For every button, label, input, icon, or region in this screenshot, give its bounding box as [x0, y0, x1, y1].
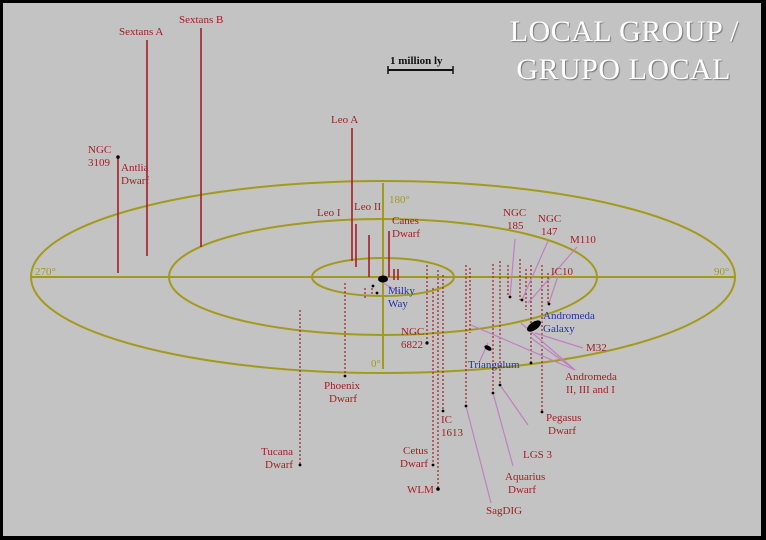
label-ngc147-line1: NGC [538, 213, 561, 225]
mw-sat-dot-1 [371, 284, 375, 288]
label-ngc3109-line1: NGC [88, 144, 111, 156]
phoenix-dot [343, 374, 347, 378]
label-m32: M32 [586, 342, 607, 354]
label-milky-way-line2: Way [388, 298, 408, 310]
triangulum-marker [484, 345, 492, 351]
label-aquarius-line2: Dwarf [508, 484, 536, 496]
andromeda-marker [527, 320, 541, 332]
scale-bar: 1 million ly [387, 55, 454, 74]
label-phoenix-line1: Phoenix [324, 380, 361, 392]
galaxy-markers [116, 155, 551, 491]
ic10-dot [547, 302, 551, 306]
leader-ic10 [548, 275, 559, 304]
label-andromeda-line1: Andromeda [543, 310, 595, 322]
ngc3109-dot [116, 155, 120, 159]
label-aquarius-line1: Aquarius [505, 471, 545, 483]
angle-270: 270° [35, 266, 56, 278]
angle-90: 90° [714, 266, 729, 278]
label-antlia-line1: Antlia [121, 162, 149, 174]
label-wlm: WLM [407, 484, 434, 496]
leader-aquarius [492, 392, 514, 467]
leader-ngc147 [521, 240, 549, 301]
galaxy-labels: Sextans A Sextans B NGC 3109 Antlia Dwar… [88, 14, 617, 517]
label-ic1613-line1: IC [441, 414, 452, 426]
andro123-dot [529, 361, 533, 365]
label-cetus-line2: Dwarf [400, 458, 428, 470]
label-ngc6822-line1: NGC [401, 326, 424, 338]
label-milky-way-line1: Milky [388, 285, 415, 297]
label-pegasus-line2: Dwarf [548, 425, 576, 437]
label-leo-a: Leo A [331, 114, 358, 126]
scale-bar-label: 1 million ly [390, 55, 443, 67]
label-leo-i: Leo I [317, 207, 341, 219]
label-lgs3: LGS 3 [523, 449, 553, 461]
label-tucana-line2: Dwarf [265, 459, 293, 471]
label-andromeda-line2: Galaxy [543, 323, 575, 335]
title-line-2: GRUPO LOCAL [516, 53, 731, 86]
local-group-diagram: 1 million ly [30, 14, 736, 517]
label-antlia-line2: Dwarf [121, 175, 149, 187]
aquarius-dot [491, 391, 495, 395]
diagram-panel: 1 million ly [3, 3, 761, 536]
label-andro123-line1: Andromeda [565, 371, 617, 383]
label-leo-ii: Leo II [354, 201, 382, 213]
label-ngc147-line2: 147 [541, 226, 558, 238]
label-cetus-line1: Cetus [403, 445, 428, 457]
label-pegasus-line1: Pegasus [546, 412, 581, 424]
ic1613-dot [441, 409, 445, 413]
leader-lgs3 [499, 384, 529, 426]
label-triangulum: Triangulum [468, 359, 520, 371]
label-ngc185-line2: 185 [507, 220, 524, 232]
mw-sat-dot-2 [375, 291, 379, 295]
leader-sagdig [465, 405, 492, 504]
ngc185-dot [508, 295, 512, 299]
label-canes-line1: Canes [392, 215, 419, 227]
wlm-dot [436, 487, 440, 491]
angle-labels: 180° 0° 270° 90° [35, 194, 729, 370]
label-m110: M110 [570, 234, 596, 246]
leader-ngc185 [509, 238, 516, 298]
pegasus-dot [540, 410, 544, 414]
solid-stems [117, 28, 399, 280]
leader-andro123-a [470, 324, 576, 371]
label-ngc6822-line2: 6822 [401, 339, 423, 351]
lgs3-dot [498, 383, 502, 387]
label-ngc3109-line2: 3109 [88, 157, 111, 169]
label-ngc185-line1: NGC [503, 207, 526, 219]
label-phoenix-line2: Dwarf [329, 393, 357, 405]
label-sagdig: SagDIG [486, 505, 522, 517]
leader-m32 [534, 332, 584, 349]
label-canes-line2: Dwarf [392, 228, 420, 240]
leader-andro123-c [530, 337, 576, 371]
angle-180: 180° [389, 194, 410, 206]
label-ic10: IC10 [551, 266, 574, 278]
label-sextans-b: Sextans B [179, 14, 223, 26]
major-galaxy-labels: Milky Way Andromeda Galaxy Triangulum [388, 285, 595, 371]
leader-m110 [527, 246, 578, 304]
sagdig-dot [464, 404, 468, 408]
label-tucana-line1: Tucana [261, 446, 293, 458]
ngc6822-dot [425, 341, 429, 345]
dotted-stems [299, 259, 549, 489]
label-andro123-line2: II, III and I [566, 384, 615, 396]
milky-way-marker [378, 275, 388, 283]
leader-milky-way [382, 282, 404, 295]
tucana-dot [298, 463, 302, 467]
angle-0: 0° [371, 358, 381, 370]
title-line-1: LOCAL GROUP / [509, 15, 739, 48]
cetus-dot [431, 463, 435, 467]
ngc147-dot [520, 298, 524, 302]
label-sextans-a: Sextans A [119, 26, 163, 38]
label-ic1613-line2: 1613 [441, 427, 464, 439]
